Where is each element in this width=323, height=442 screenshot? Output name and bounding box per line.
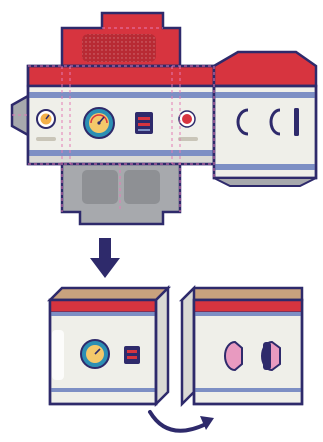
unfolded-net [10,11,318,226]
c-shape-middle [269,108,281,136]
fold-lines [12,65,215,212]
c-shape-left [236,108,249,136]
down-arrow-icon [90,238,120,278]
pink-c-shape-left [224,340,243,372]
switch-panel-icon [135,112,153,134]
bar-shape [294,108,299,136]
red-bulb-icon [178,110,198,141]
cube-side-view [178,284,304,408]
gauge-icon [83,107,115,139]
right-panel [212,50,318,187]
cube-gauge-icon [80,339,110,369]
rotate-arrow-icon [148,410,214,433]
cube-switch-icon [124,346,140,364]
small-dial-icon [36,109,56,141]
cube-front-view [46,284,172,408]
bottom-flap [60,162,182,226]
top-flap [60,11,182,68]
